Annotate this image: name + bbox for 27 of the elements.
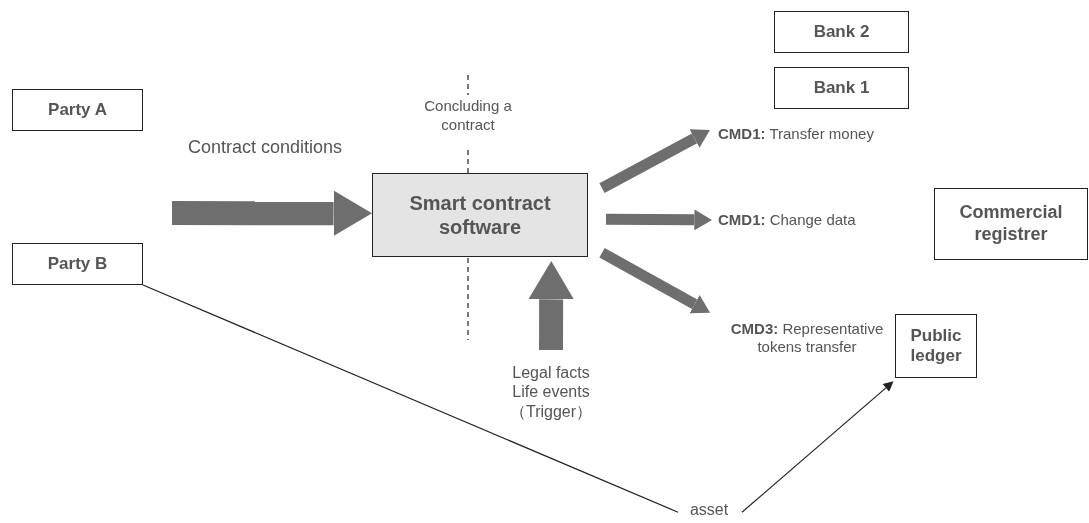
node-text: （Trigger）	[509, 401, 593, 421]
entity-box	[774, 67, 909, 109]
entity-label: Party A	[48, 99, 107, 121]
block-arrow	[599, 248, 710, 313]
node-text: CMD3: Representative tokens transfer	[729, 320, 885, 356]
node-text: Life events	[512, 382, 590, 402]
entity-label: Bank 1	[813, 77, 870, 99]
entity-label: Public ledger	[909, 325, 963, 367]
process-box	[372, 173, 588, 257]
process-label: Smart contract software	[408, 191, 552, 239]
entity-box	[895, 314, 977, 378]
entity-label: Party B	[47, 253, 108, 275]
node-text: asset	[689, 500, 729, 520]
entity-box	[12, 89, 143, 131]
node-text: Legal facts	[512, 363, 590, 383]
entity-label: Bank 2	[813, 21, 870, 43]
entity-box	[934, 188, 1088, 260]
entity-box	[774, 11, 909, 53]
block-arrow	[531, 261, 571, 351]
arrow	[741, 381, 894, 513]
connector-line	[142, 284, 679, 513]
block-arrow	[599, 130, 710, 193]
node-text: CMD1: Transfer money	[718, 125, 874, 143]
entity-box	[12, 243, 143, 285]
block-arrow	[605, 211, 712, 229]
node-text: CMD1: Change data	[718, 211, 856, 229]
entity-label: Commercial registrer	[958, 202, 1064, 246]
